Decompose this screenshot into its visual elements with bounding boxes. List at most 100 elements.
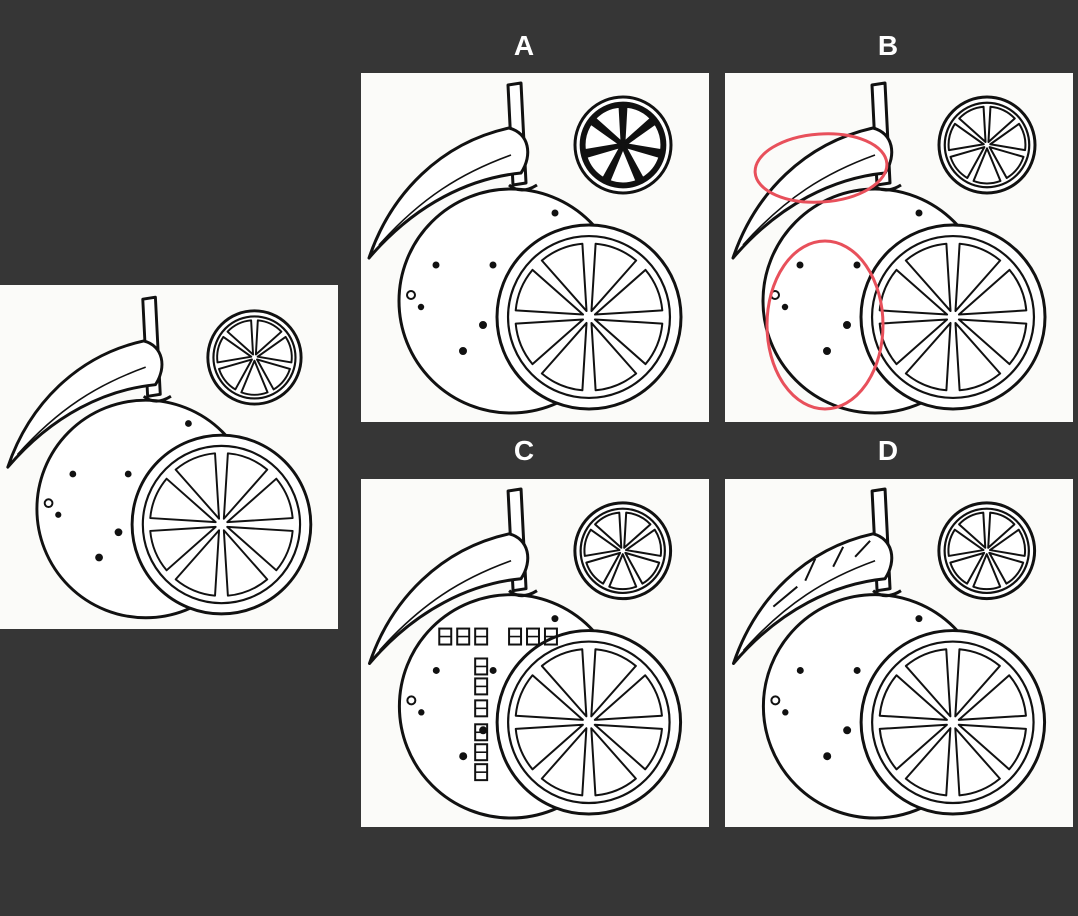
stem-base (872, 589, 902, 598)
large-slice-segment (540, 727, 588, 797)
option-c-image[interactable] (361, 479, 709, 827)
option-label-a: A (513, 30, 535, 61)
small-slice-segment (256, 358, 291, 391)
small-slice-segment (608, 147, 638, 185)
small-slice (937, 95, 1037, 195)
small-slice-segment (947, 122, 985, 152)
large-slice (859, 629, 1047, 816)
small-slice-segment (216, 335, 253, 364)
box-glyph-icon (474, 699, 489, 718)
small-slice-segment (947, 528, 985, 557)
orange-pore (406, 290, 416, 300)
orange-pore (406, 695, 417, 706)
box-glyph-icon (474, 743, 489, 762)
large-slice-segment (590, 727, 637, 797)
small-slice-pith (212, 315, 297, 400)
large-slice-pith (506, 234, 672, 400)
small-slice-segment (583, 528, 621, 557)
large-slice-segment (904, 321, 952, 392)
highlight-ring (753, 132, 889, 204)
box-glyph-icon (474, 723, 489, 742)
large-slice (859, 223, 1047, 411)
large-slice-segment (226, 477, 294, 524)
orange-pore (853, 261, 861, 269)
small-slice (573, 95, 673, 195)
option-d-orange-drawing (731, 487, 1047, 820)
large-slice-rind (495, 629, 683, 816)
leaf-vein (832, 546, 845, 568)
box-glyph-icon (474, 627, 489, 646)
small-slice-segment (226, 319, 255, 356)
small-slice-segment (988, 146, 1025, 179)
small-slice-segment (624, 551, 661, 585)
large-slice-segment (514, 723, 584, 771)
leaf (731, 532, 894, 665)
small-slice-segment (949, 146, 986, 179)
small-slice-pith (579, 507, 666, 595)
option-label-d: D (877, 435, 899, 466)
option-a-image[interactable] (361, 73, 709, 422)
large-slice-segment (590, 648, 637, 718)
orange-pore (770, 695, 781, 706)
box-glyph-icon (474, 677, 489, 696)
large-slice-segment (957, 674, 1027, 721)
large-slice-segment (514, 268, 585, 316)
option-d-image[interactable] (725, 479, 1073, 827)
orange-pore (551, 615, 559, 623)
small-slice-segment (240, 359, 269, 396)
large-slice-segment (174, 452, 221, 520)
orange-pore (459, 347, 467, 355)
stem-base (508, 183, 538, 192)
highlight-ring (765, 239, 885, 411)
leaf-vein (854, 540, 871, 558)
large-slice-segment (954, 242, 1002, 313)
small-slice-segment (987, 105, 1016, 143)
leaf (367, 126, 530, 260)
large-slice-rind (859, 629, 1047, 816)
orange-pore (432, 261, 440, 269)
stem-base (142, 395, 172, 403)
large-slice-pith (870, 234, 1036, 400)
small-slice-segment (949, 551, 986, 585)
option-label-c: C (513, 435, 535, 466)
large-slice-rind (130, 433, 313, 616)
small-slice-segment (585, 551, 622, 585)
orange-pore (782, 709, 789, 716)
small-slice-segment (987, 511, 1016, 549)
orange-pore (915, 615, 923, 623)
large-slice-segment (593, 674, 663, 721)
orange-pore (915, 209, 923, 217)
large-slice-segment (174, 529, 221, 597)
large-slice (495, 629, 683, 816)
large-slice-segment (514, 318, 585, 366)
small-slice-segment (625, 122, 663, 152)
small-slice-segment (958, 105, 987, 143)
orange-pore (185, 420, 192, 427)
orange-pore (95, 553, 103, 562)
large-slice-segment (878, 723, 948, 771)
leaf-midrib (16, 366, 146, 456)
large-slice (130, 433, 313, 616)
option-b-image[interactable] (725, 73, 1073, 422)
small-slice-segment (594, 105, 623, 143)
small-slice-pith (943, 507, 1030, 595)
large-slice-segment (540, 321, 588, 392)
box-glyph-icon (474, 763, 489, 782)
large-slice-segment (878, 674, 948, 721)
small-slice (573, 501, 673, 601)
leaf (6, 339, 164, 469)
orange-pore (551, 209, 559, 217)
orange-pore (417, 303, 425, 311)
reference-image (0, 285, 338, 629)
orange-pore (823, 752, 832, 761)
small-slice-pith (943, 101, 1031, 189)
large-slice-rind (495, 223, 683, 411)
small-slice-segment (989, 528, 1027, 557)
orange-pore (114, 528, 123, 537)
large-slice-pith (507, 640, 671, 805)
orange-pore (781, 303, 789, 311)
small-slice-segment (583, 122, 621, 152)
large-slice-pith (871, 640, 1035, 805)
large-slice-segment (954, 727, 1001, 797)
orange-pore (432, 666, 440, 674)
